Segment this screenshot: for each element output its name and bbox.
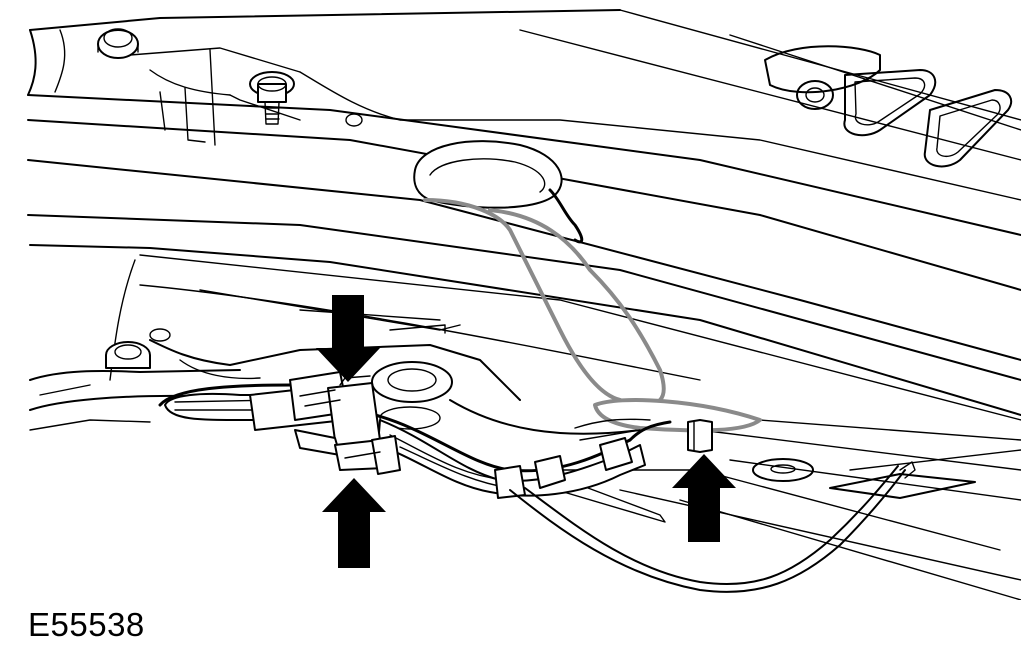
arrow-up-right-icon — [672, 454, 736, 542]
arrow-up-left-icon — [322, 478, 386, 568]
panel-openings-right — [729, 34, 1021, 168]
grommet-upper — [413, 140, 563, 209]
electrical-connector — [249, 371, 401, 475]
wiring-harness-illustration — [27, 9, 1021, 600]
bolt-top-left — [97, 28, 139, 59]
bolt-lower-left — [105, 328, 171, 369]
stud-nut — [249, 71, 295, 125]
frame-rails — [27, 159, 1021, 421]
figure-id-label: E55538 — [28, 606, 145, 643]
arrow-down-icon — [316, 295, 380, 382]
panel-hole — [345, 113, 363, 127]
hidden-harness-routing — [423, 198, 762, 433]
wiring-harness — [158, 188, 916, 593]
